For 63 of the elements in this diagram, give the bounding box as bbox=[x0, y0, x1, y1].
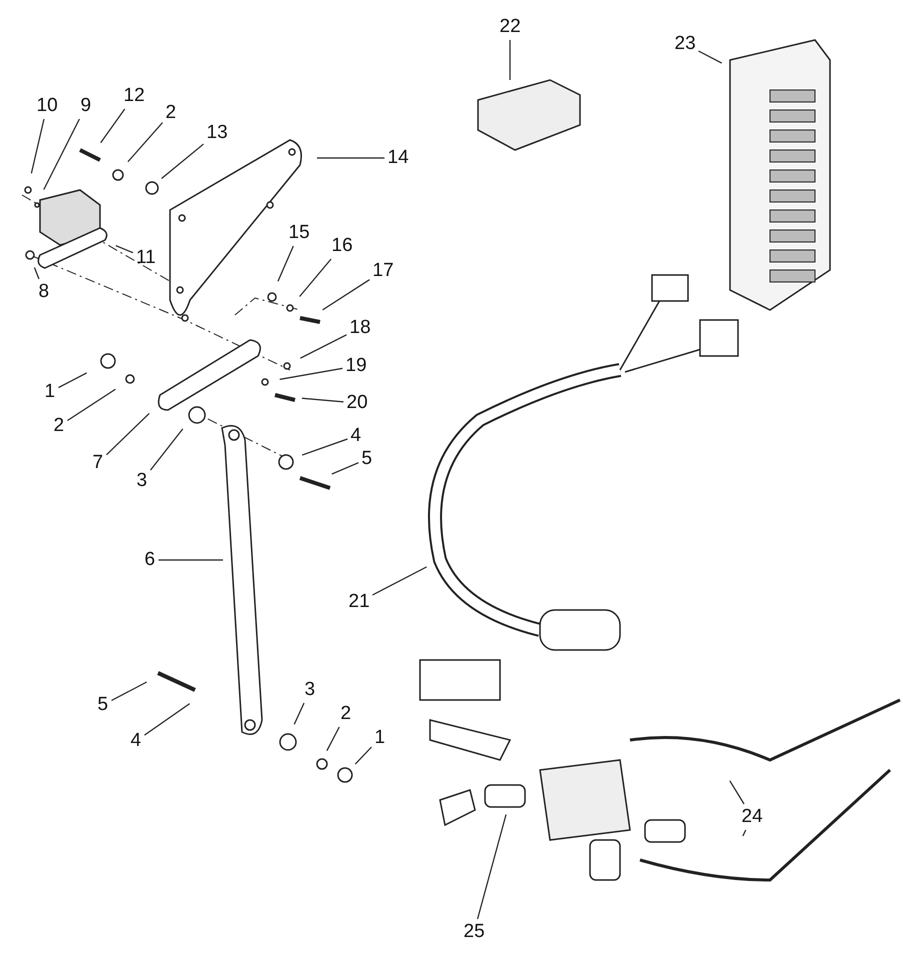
callout-number: 20 bbox=[346, 392, 368, 414]
callout-number: 6 bbox=[144, 549, 156, 571]
callout-number: 2 bbox=[340, 703, 352, 725]
callout-number: 2 bbox=[54, 415, 64, 437]
leader-line bbox=[106, 413, 150, 456]
leader-line bbox=[326, 726, 340, 751]
leader-line bbox=[300, 334, 347, 359]
leader-line bbox=[144, 703, 190, 736]
callout-number: 8 bbox=[38, 281, 50, 303]
leader-line bbox=[158, 559, 223, 561]
leader-line bbox=[100, 108, 126, 144]
leader-line bbox=[111, 681, 147, 702]
leader-line bbox=[302, 438, 348, 456]
callout-number: 3 bbox=[136, 470, 148, 492]
callout-number: 21 bbox=[348, 591, 370, 613]
callout-number: 17 bbox=[372, 260, 394, 282]
callout-number: 2 bbox=[166, 102, 176, 124]
callout-number: 18 bbox=[350, 317, 371, 339]
leader-line bbox=[332, 462, 359, 475]
leader-line bbox=[729, 780, 745, 804]
callout-number: 7 bbox=[92, 452, 104, 474]
callout-number: 23 bbox=[674, 33, 696, 55]
callout-number: 19 bbox=[346, 355, 367, 377]
callout-number: 13 bbox=[206, 122, 228, 144]
leader-line bbox=[43, 118, 80, 190]
leader-line bbox=[322, 279, 370, 310]
leader-line bbox=[277, 246, 294, 282]
leader-line bbox=[116, 245, 134, 254]
callout-number: 16 bbox=[332, 235, 353, 257]
callout-number: 24 bbox=[742, 806, 763, 828]
callout-number: 25 bbox=[464, 921, 485, 943]
callout-number: 5 bbox=[362, 448, 372, 470]
callout-number: 22 bbox=[500, 16, 521, 38]
leader-line bbox=[34, 267, 40, 280]
callout-number: 11 bbox=[136, 247, 156, 269]
callout-number: 12 bbox=[124, 85, 145, 107]
leader-line bbox=[476, 814, 507, 920]
leader-line bbox=[698, 50, 722, 64]
leader-line bbox=[317, 157, 384, 159]
callout-number: 1 bbox=[374, 727, 386, 749]
leader-line bbox=[58, 372, 87, 388]
leader-line bbox=[127, 122, 163, 162]
callout-number: 3 bbox=[304, 679, 316, 701]
callout-number: 14 bbox=[388, 147, 409, 169]
callout-number: 4 bbox=[350, 425, 362, 447]
callout-number: 10 bbox=[36, 95, 58, 117]
callout-number: 4 bbox=[130, 730, 142, 752]
leader-line bbox=[299, 258, 332, 297]
leader-line bbox=[150, 428, 184, 470]
leader-line bbox=[354, 746, 372, 765]
leader-line bbox=[372, 566, 427, 596]
callout-number: 5 bbox=[98, 694, 108, 716]
leader-line bbox=[742, 830, 746, 836]
leader-line bbox=[302, 398, 344, 402]
leader-line bbox=[509, 40, 511, 80]
callout-number: 15 bbox=[288, 222, 310, 244]
leader-line bbox=[161, 144, 204, 179]
leader-line bbox=[280, 368, 343, 380]
leader-line bbox=[67, 388, 116, 421]
callout-number: 9 bbox=[80, 95, 92, 117]
leader-line bbox=[30, 118, 45, 174]
callout-number: 1 bbox=[44, 381, 56, 403]
leader-line bbox=[294, 702, 305, 725]
